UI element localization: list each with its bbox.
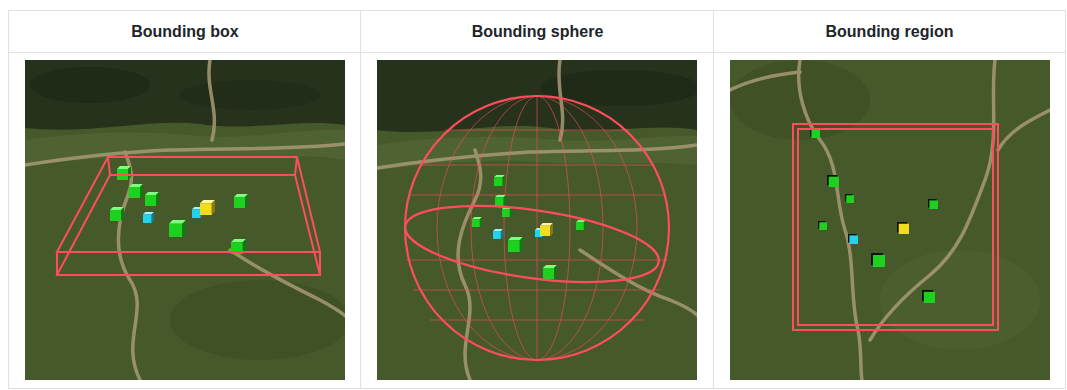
header-cell: Bounding sphere bbox=[361, 11, 714, 52]
dirt-track bbox=[870, 60, 995, 340]
cube-markers bbox=[472, 175, 586, 279]
table-grid bbox=[9, 11, 1066, 389]
bounding-sphere-wireframe bbox=[401, 96, 669, 360]
grass-ground bbox=[377, 60, 697, 380]
cube-marker bbox=[145, 192, 159, 206]
cube-marker bbox=[234, 194, 248, 208]
sphere-grid bbox=[406, 96, 668, 360]
sphere-latitude bbox=[430, 320, 644, 321]
box-edge bbox=[319, 252, 321, 275]
column-header: Bounding sphere bbox=[472, 23, 604, 41]
column-header: Bounding box bbox=[131, 23, 239, 41]
cube-marker bbox=[494, 175, 505, 186]
cube-marker bbox=[143, 212, 154, 223]
cube-marker bbox=[117, 166, 131, 180]
cube-marker bbox=[169, 220, 186, 237]
box-edge bbox=[295, 157, 297, 175]
sphere-equator bbox=[401, 193, 664, 296]
cube-marker bbox=[200, 200, 215, 215]
dirt-track bbox=[998, 110, 1050, 150]
forest-shade bbox=[30, 67, 150, 103]
cube-marker bbox=[827, 175, 839, 187]
sphere-latitude bbox=[420, 165, 654, 166]
cube-marker bbox=[922, 290, 935, 303]
header-cell: Bounding region bbox=[714, 11, 1065, 52]
cube-marker bbox=[110, 207, 124, 221]
sphere-latitude bbox=[410, 195, 664, 196]
cube-marker bbox=[502, 207, 512, 217]
region-outline bbox=[793, 124, 998, 330]
dirt-tracks bbox=[730, 60, 1050, 380]
cube-marker bbox=[543, 265, 557, 279]
region-outline bbox=[798, 129, 993, 325]
sphere-latitude bbox=[413, 290, 661, 291]
box-edge bbox=[56, 252, 58, 275]
dirt-tracks bbox=[377, 60, 697, 380]
header-row: Bounding box Bounding sphere Bounding regi… bbox=[9, 11, 1065, 52]
aerial-image bbox=[730, 60, 1050, 380]
cube-marker bbox=[472, 217, 482, 227]
box-top-face bbox=[57, 157, 320, 252]
cube-marker bbox=[508, 237, 523, 252]
cube-marker bbox=[845, 194, 854, 203]
cube-marker bbox=[540, 223, 553, 236]
bounding-box-wireframe bbox=[57, 157, 320, 275]
aerial-image bbox=[377, 60, 697, 380]
dirt-track bbox=[730, 72, 800, 90]
dirt-track bbox=[209, 60, 214, 140]
box-edge bbox=[108, 157, 110, 175]
forest-area bbox=[25, 60, 345, 130]
dirt-tracks bbox=[25, 60, 345, 380]
cube-markers bbox=[110, 166, 248, 254]
header-rule bbox=[9, 52, 1066, 53]
column-rule bbox=[360, 11, 361, 389]
sphere-outline bbox=[405, 96, 669, 360]
cube-marker bbox=[928, 199, 938, 209]
grass-shade bbox=[170, 280, 345, 360]
cube-marker bbox=[129, 184, 143, 198]
header-cell: Bounding box bbox=[9, 11, 361, 52]
table-border bbox=[9, 11, 1066, 389]
dirt-track bbox=[230, 250, 345, 320]
cube-marker bbox=[495, 195, 506, 206]
cube-marker bbox=[848, 234, 858, 244]
cube-marker bbox=[818, 221, 827, 230]
cube-marker bbox=[576, 220, 586, 230]
sphere-latitude bbox=[406, 260, 668, 261]
cube-marker bbox=[897, 222, 909, 234]
aerial-image bbox=[25, 60, 345, 380]
sphere-latitude bbox=[445, 130, 629, 131]
cube-markers bbox=[810, 128, 938, 303]
cube-marker bbox=[493, 229, 503, 239]
dirt-track bbox=[799, 60, 862, 380]
bounding-region-wireframe bbox=[793, 124, 998, 330]
box-bottom-face bbox=[57, 175, 320, 275]
cube-marker bbox=[871, 253, 885, 267]
column-header: Bounding region bbox=[826, 23, 954, 41]
grass-ground bbox=[730, 60, 1050, 380]
forest-shade bbox=[180, 80, 320, 110]
column-rule bbox=[713, 11, 714, 389]
